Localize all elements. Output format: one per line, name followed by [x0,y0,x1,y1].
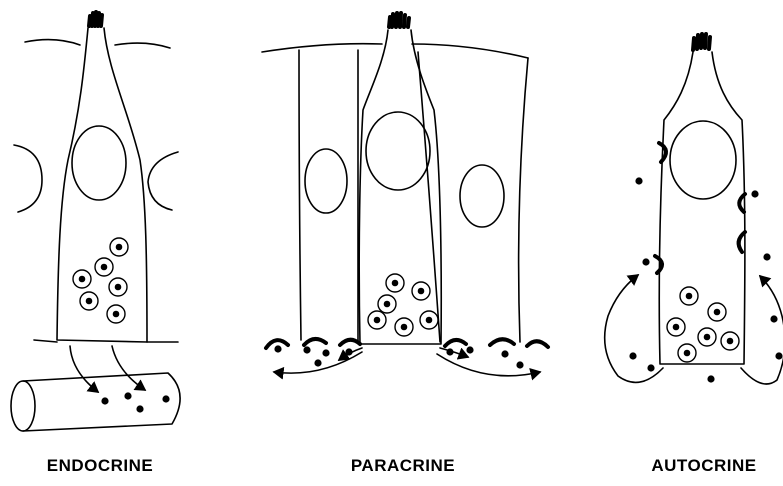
autocrine-receptors [655,143,745,273]
microvilli [693,34,710,50]
tissue-outline-top-left [262,44,382,52]
autocrine-loop-arrow-left [605,275,663,382]
paracrine-target-cell-right [418,52,528,342]
nucleus [670,121,736,199]
secretory-vesicles [667,287,739,362]
autocrine-ligands [629,177,782,382]
nucleus-left [305,149,347,213]
autocrine-label: AUTOCRINE [651,456,756,476]
tissue-boundary-left [34,340,57,342]
tissue-outline-top-right [115,43,170,48]
autocrine-cell [659,52,745,364]
nucleus-right [460,165,504,227]
release-arrow-left [70,346,98,392]
paracrine-ligands [274,345,523,368]
release-arrow-right [112,346,145,390]
nucleus [72,126,126,200]
neighbor-cell-left [14,145,42,212]
endocrine-label: ENDOCRINE [47,456,154,476]
nucleus-center [366,112,430,190]
microvilli [389,13,409,27]
tissue-outline-top-left [25,40,80,45]
paracrine-label: PARACRINE [351,456,455,476]
endocrine-panel [11,12,180,431]
microvilli [89,12,102,26]
endocrine-secretory-cell [57,28,147,342]
blood-vessel [11,373,180,431]
secretory-vesicles [73,238,128,323]
tissue-outline-top-right [412,44,528,58]
autocrine-panel [605,34,783,384]
paracrine-panel [262,13,548,376]
diffusion-arrow-short-right [440,348,468,357]
secretory-vesicles [368,274,438,336]
autocrine-loop-arrow-right [741,276,783,384]
diffusion-arrow-right [437,354,540,376]
neighbor-cell-right [148,152,178,210]
